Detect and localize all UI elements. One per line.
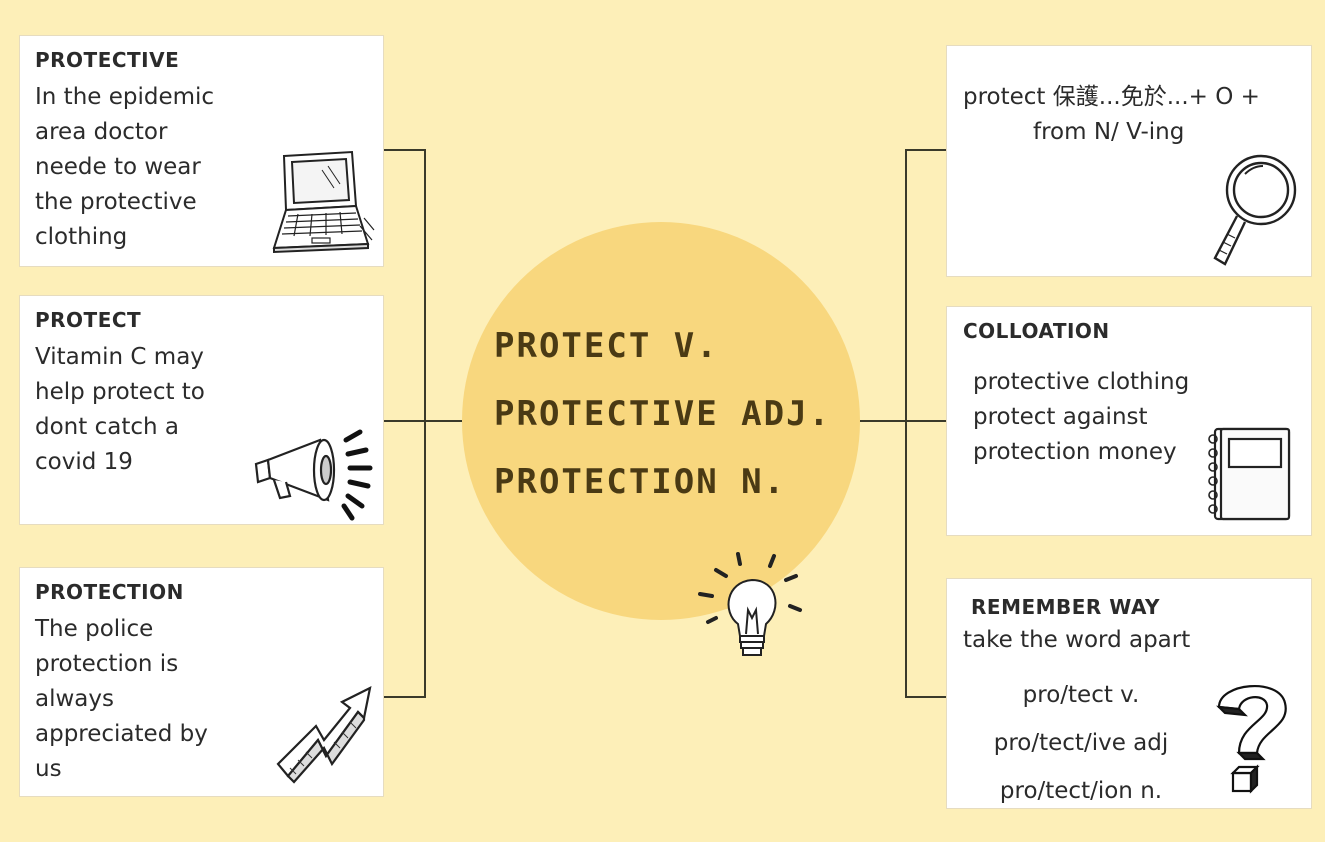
card-line: the protective xyxy=(35,189,197,215)
card-line: from N/ V-ing xyxy=(1033,119,1185,145)
card-collocation: COLLOATION protective clothing protect a… xyxy=(946,306,1312,536)
center-word-noun: PROTECTION N. xyxy=(494,462,787,502)
card-title: PROTECT xyxy=(35,308,142,332)
card-line: help protect to xyxy=(35,379,205,405)
card-title: PROTECTION xyxy=(35,580,184,604)
card-line: protect against xyxy=(973,404,1148,430)
card-body: Vitamin C may help protect to dont catch… xyxy=(35,340,205,480)
card-line: covid 19 xyxy=(35,449,133,475)
center-word-verb: PROTECT V. xyxy=(494,326,719,366)
card-protect-usage: protect 保護...免於...+ O + from N/ V-ing xyxy=(946,45,1312,277)
question-mark-icon xyxy=(1216,684,1287,794)
card-line: protection is xyxy=(35,651,179,677)
card-protective: PROTECTIVE In the epidemic area doctor n… xyxy=(19,35,384,267)
arrow-up-icon xyxy=(276,686,372,784)
right-connector xyxy=(860,149,946,698)
card-line: protect 保護...免於...+ O + xyxy=(963,84,1260,110)
left-connector xyxy=(384,149,462,698)
card-line: pro/tect v. xyxy=(1022,682,1140,708)
card-body: In the epidemic area doctor neede to wea… xyxy=(35,80,214,255)
card-line: protection money xyxy=(973,439,1177,465)
card-line: Vitamin C may xyxy=(35,344,204,370)
notebook-icon xyxy=(1208,427,1291,521)
card-intro: take the word apart xyxy=(963,627,1191,653)
card-line: The police xyxy=(35,616,154,642)
magnifier-icon xyxy=(1213,154,1297,266)
card-line: neede to wear xyxy=(35,154,201,180)
center-word-adjective: PROTECTIVE ADJ. xyxy=(494,394,832,434)
card-title: PROTECTIVE xyxy=(35,48,180,72)
card-line: In the epidemic xyxy=(35,84,215,110)
card-body: protective clothing protect against prot… xyxy=(973,365,1189,470)
card-line: protective clothing xyxy=(973,369,1190,395)
card-line: pro/tect/ive adj xyxy=(993,730,1169,756)
laptop-icon xyxy=(272,150,375,254)
megaphone-icon xyxy=(254,429,373,521)
card-protect: PROTECT Vitamin C may help protect to do… xyxy=(19,295,384,525)
card-title: REMEMBER WAY xyxy=(971,595,1161,619)
card-line: area doctor xyxy=(35,119,168,145)
card-title: COLLOATION xyxy=(963,319,1110,343)
card-line: clothing xyxy=(35,224,128,250)
card-body: protect 保護...免於...+ O + from N/ V-ing xyxy=(963,80,1283,150)
lightbulb-icon xyxy=(698,552,802,656)
card-protection: PROTECTION The police protection is alwa… xyxy=(19,567,384,797)
card-line: pro/tect/ion n. xyxy=(999,778,1163,804)
center-circle xyxy=(462,222,860,620)
card-line: us xyxy=(35,756,62,782)
card-remember-way: REMEMBER WAY take the word apart pro/tec… xyxy=(946,578,1312,809)
card-line: dont catch a xyxy=(35,414,179,440)
card-body: pro/tect v. pro/tect/ive adj pro/tect/io… xyxy=(963,671,1199,815)
card-body: The police protection is always apprecia… xyxy=(35,612,208,787)
card-line: appreciated by xyxy=(35,721,208,747)
card-line: always xyxy=(35,686,114,712)
